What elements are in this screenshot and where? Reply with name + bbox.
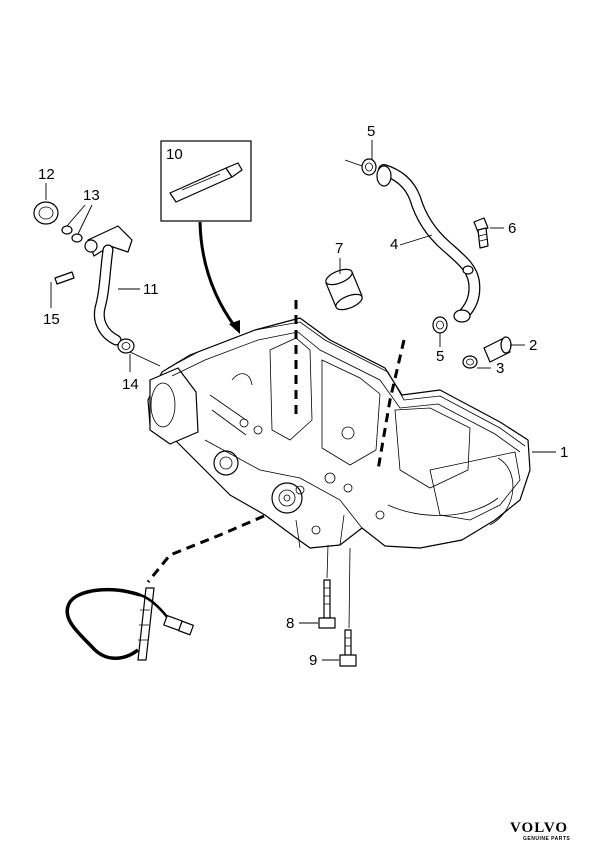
callout-9: 9 [309,652,317,669]
dipstick-tube-assembly [65,587,194,661]
brand-tagline: GENUINE PARTS [523,836,570,842]
callout-1: 1 [560,444,568,461]
callout-15: 15 [43,311,60,328]
callout-11: 11 [143,281,159,298]
drain-seal-ring [462,355,478,369]
breather-hose [376,164,481,323]
filter-insert [325,268,363,311]
dipstick-dashed-leader [146,514,265,583]
callout-5-upper: 5 [367,123,375,140]
callout-5-lower: 5 [436,348,444,365]
seal-ring-upper [361,158,377,176]
callout-13: 13 [83,187,100,204]
volvo-logo: VOLVO GENUINE PARTS [510,820,570,842]
hose-bolt [473,217,489,249]
oil-sump-housing [147,317,531,549]
callout-10: 10 [166,146,183,163]
breather-pipe-assembly [33,201,135,354]
sealant-tube-box [160,140,252,222]
callout-12: 12 [38,166,55,183]
callout-2: 2 [529,337,537,354]
hose-dashed-leader [376,339,406,471]
mounting-bolt-long [339,629,357,667]
drain-plug [483,336,512,363]
callout-14: 14 [122,376,139,393]
callout-3: 3 [496,360,504,377]
callout-4: 4 [390,236,398,253]
callout-7: 7 [335,240,343,257]
callout-6: 6 [508,220,516,237]
callout-8: 8 [286,615,294,632]
sealant-arrow-head [229,320,240,334]
sealant-arrow [198,221,238,329]
mounting-bolt-short [318,579,336,629]
brand-name: VOLVO [510,820,568,836]
seal-ring-lower [432,316,448,334]
